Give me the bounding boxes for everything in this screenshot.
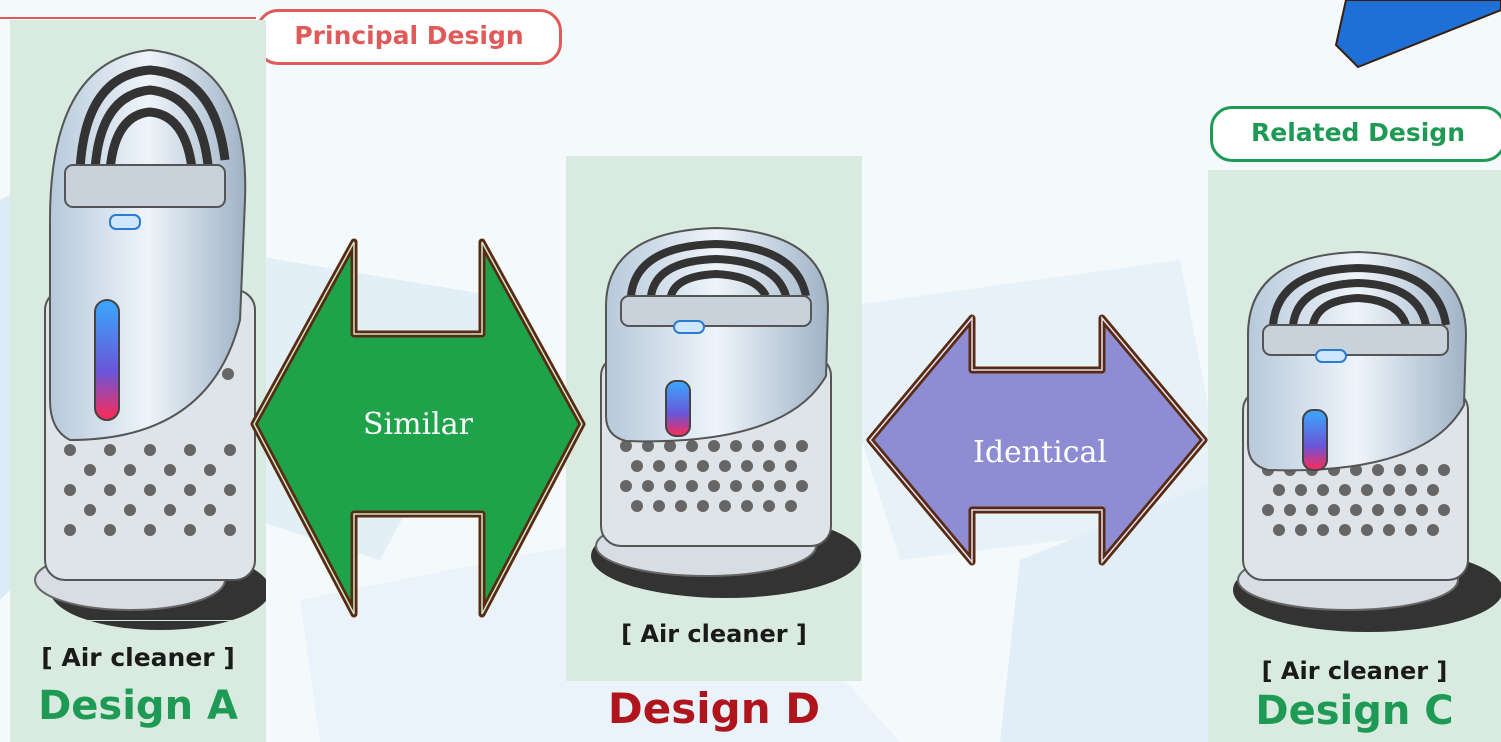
design-d-title: Design D (607, 684, 821, 733)
design-a-panel: [ Air cleaner ] Design A (10, 20, 266, 742)
design-d-caption: [ Air cleaner ] (621, 620, 807, 648)
design-a-caption: [ Air cleaner ] (41, 643, 235, 672)
similar-double-arrow (250, 238, 586, 618)
design-c-title: Design C (1255, 688, 1454, 734)
related-design-badge: Related Design (1210, 106, 1501, 162)
corner-blue-shape (1334, 0, 1501, 69)
design-a-title: Design A (38, 683, 238, 729)
identical-label: Identical (972, 435, 1108, 470)
design-c-panel: [ Air cleaner ] Design C (1208, 170, 1501, 742)
air-cleaner-icon (1233, 250, 1501, 632)
principal-design-badge: Principal Design (256, 9, 562, 65)
air-cleaner-tall-icon (34, 48, 266, 630)
design-d-panel: [ Air cleaner ] (566, 156, 862, 681)
design-c-caption: [ Air cleaner ] (1261, 657, 1448, 685)
identical-double-arrow (866, 314, 1208, 566)
air-cleaner-icon (591, 226, 861, 598)
principal-design-label: Principal Design (294, 21, 524, 50)
similar-label: Similar (362, 407, 473, 442)
related-design-label: Related Design (1250, 118, 1465, 147)
